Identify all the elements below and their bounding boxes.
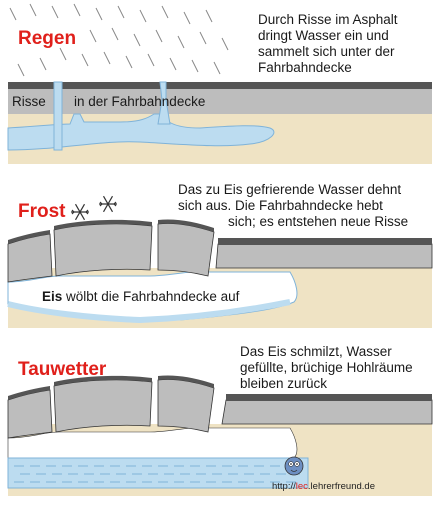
description-line: dringt Wasser ein und (258, 28, 389, 43)
water-ripples-3 (14, 465, 300, 483)
description-line: sammelt sich unter der (258, 44, 395, 59)
description-tauwetter: Das Eis schmilzt, Wasser gefüllte, brüch… (240, 344, 413, 392)
slab-3d (221, 399, 433, 425)
description-line: Fahrbahndecke (258, 60, 352, 75)
water-pool-3 (7, 457, 309, 489)
slab-2d (215, 243, 433, 269)
description-line: sich; es entstehen neue Risse (228, 214, 409, 229)
slab-3a-top (8, 386, 50, 400)
slab-3a (7, 389, 53, 439)
slab-2b-top (54, 219, 152, 230)
label-frost: Frost (18, 201, 66, 222)
lehrerfreund-logo (284, 456, 304, 476)
ice-caption: Eis wölbt die Fahrbahndecke auf (42, 289, 239, 305)
crack-1a (53, 81, 63, 151)
slab-2a-top (8, 230, 50, 244)
description-line: gefüllte, brüchige Hohlräume (240, 360, 413, 375)
slab-3c-top (158, 375, 214, 388)
asphalt-top-1 (8, 82, 432, 89)
rain-streaks (9, 3, 229, 77)
slab-3d-top (226, 394, 432, 401)
slab-2c-top (158, 219, 214, 232)
crack-1b (157, 81, 171, 125)
description-line: Das zu Eis gefrierende Wasser dehnt (178, 182, 402, 197)
slab-2b (53, 223, 153, 277)
ice-caption-rest: wölbt die Fahrbahndecke auf (62, 289, 240, 304)
description-frost: Das zu Eis gefrierende Wasser dehnt sich… (178, 182, 408, 230)
description-regen: Durch Risse im Asphalt dringt Wasser ein… (258, 12, 398, 76)
label-regen: Regen (18, 28, 77, 49)
slab-2a (7, 233, 53, 283)
water-pool-1 (7, 113, 275, 151)
label-tauwetter: Tauwetter (18, 359, 107, 380)
snowflake-icon (71, 195, 117, 221)
description-line: Durch Risse im Asphalt (258, 12, 398, 27)
credit-prefix: http:// (272, 481, 296, 492)
slab-3b (53, 379, 153, 433)
credit-highlight: lec (295, 481, 308, 492)
slab-3c (157, 379, 215, 433)
slab-3b-top (54, 375, 152, 386)
credit-url: http://lec.lehrerfreund.de (272, 481, 375, 492)
ice-word: Eis (42, 289, 63, 304)
description-line: bleiben zurück (240, 376, 328, 391)
slab-2d-top (218, 238, 432, 245)
description-line: sich aus. Die Fahrbahndecke hebt (178, 198, 383, 213)
slab-2c (157, 223, 215, 277)
asphalt-layer-1 (8, 88, 432, 114)
ice-water-line-2 (7, 299, 291, 324)
label-cracks-road: in der Fahrbahndecke (74, 94, 206, 109)
credit-suffix: .lehrerfreund.de (307, 481, 375, 492)
description-line: Das Eis schmilzt, Wasser (240, 344, 392, 359)
label-cracks: Risse (12, 94, 46, 109)
